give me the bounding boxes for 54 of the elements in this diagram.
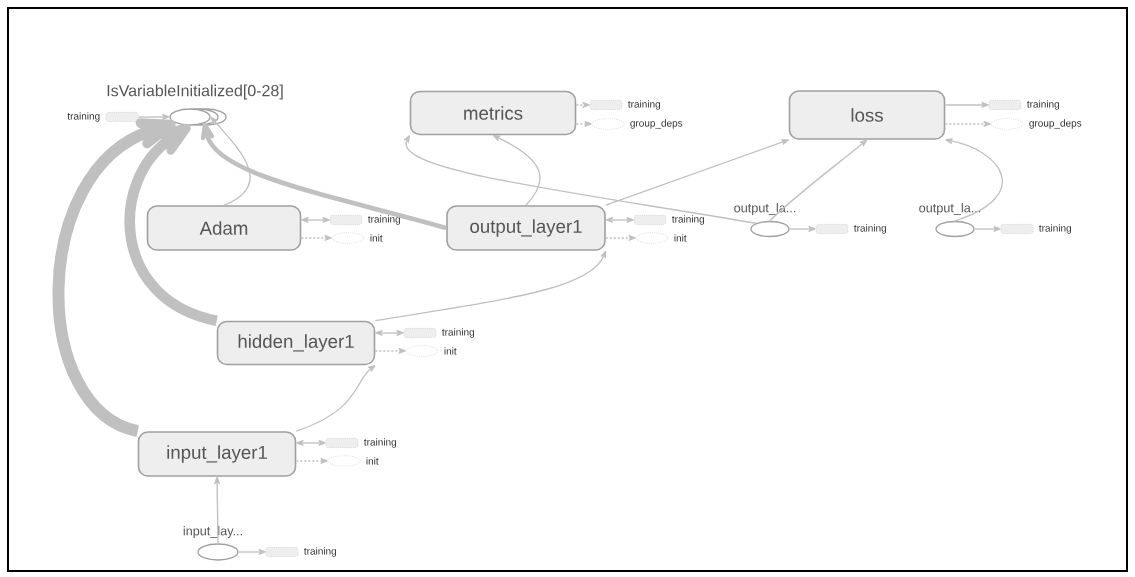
op-box: input_layer1	[137, 431, 297, 477]
arrow	[374, 250, 607, 322]
node-label: output_la...	[734, 203, 796, 215]
arrow	[295, 458, 328, 464]
op-box: loss	[788, 90, 946, 140]
op-box: hidden_layer1	[216, 320, 376, 366]
arrow	[295, 365, 376, 432]
stub-label: training	[67, 112, 100, 122]
arrow	[52, 118, 176, 437]
stub-label: training	[672, 215, 704, 225]
arrow	[789, 226, 816, 232]
op-box: metrics	[409, 90, 577, 136]
stub-label: training	[854, 224, 886, 234]
node-label: input_lay...	[183, 526, 242, 538]
stub-label: init	[674, 234, 687, 242]
arrow	[124, 123, 219, 326]
stub-label: training	[1027, 100, 1059, 110]
arrow	[375, 330, 404, 336]
stub-label: training	[628, 100, 660, 110]
stub-label: training	[1039, 224, 1071, 234]
arrow	[575, 102, 590, 108]
arrow	[944, 121, 991, 127]
arrow	[769, 139, 868, 222]
arrow	[301, 217, 330, 223]
arrow	[944, 102, 989, 108]
stub-label: training	[442, 328, 474, 338]
arrow	[300, 235, 332, 241]
node-label: IsVariableInitialized[0-28]	[107, 84, 283, 100]
stub-label: group_deps	[630, 119, 683, 129]
stub-label: training	[304, 547, 336, 557]
arrow	[945, 138, 1003, 222]
arrow	[296, 440, 326, 446]
arrow	[605, 139, 789, 206]
arrow	[974, 226, 1001, 232]
stub-label: training	[368, 215, 400, 225]
arrow	[210, 116, 251, 206]
stub-label: init	[366, 457, 379, 465]
arrow	[238, 549, 266, 555]
arrow	[403, 135, 757, 224]
node-label: output_la...	[919, 203, 981, 215]
op-box: Adam	[146, 205, 302, 251]
arrow	[575, 121, 592, 127]
arrow	[214, 476, 221, 544]
stub-label: training	[364, 438, 396, 448]
stub-label: group_deps	[1029, 119, 1082, 129]
stub-label: init	[370, 234, 383, 242]
arrow	[200, 123, 447, 231]
arrow	[605, 235, 636, 241]
arrow	[605, 217, 634, 223]
arrow	[374, 348, 406, 354]
arrow	[492, 134, 541, 206]
arrow	[137, 114, 170, 120]
op-box: output_layer1	[446, 205, 606, 251]
stub-label: init	[444, 347, 457, 355]
